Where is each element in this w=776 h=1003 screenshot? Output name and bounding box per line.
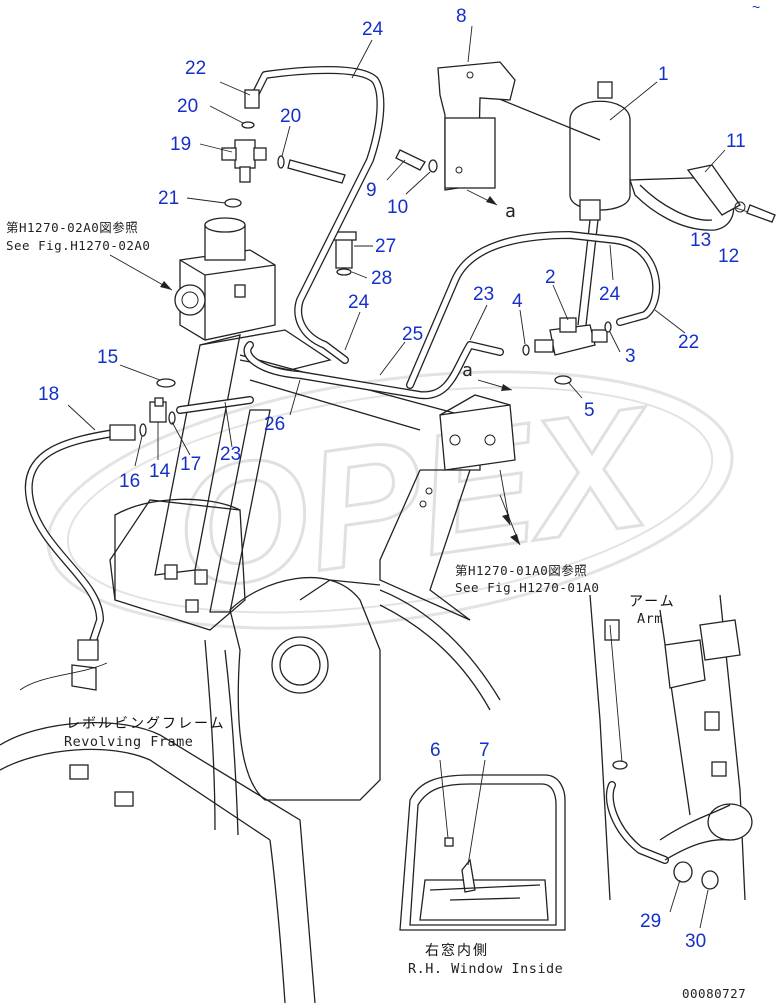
bolts-drawing: [331, 149, 776, 276]
part-number-4: 4: [512, 291, 523, 312]
part-number-12: 12: [718, 246, 739, 267]
ref-letter-a-mid: a: [462, 360, 473, 381]
part-number-20a: 20: [177, 96, 198, 117]
part-number-7: 7: [479, 740, 490, 761]
clamp-bracket-drawing: [629, 164, 746, 231]
revolving-frame-caption-en: Revolving Frame: [64, 734, 193, 750]
revolving-frame-caption-jp: レボルビングフレーム: [66, 716, 226, 732]
part-number-22b: 22: [678, 332, 699, 353]
part-number-24b: 24: [599, 284, 621, 305]
part-number-3: 3: [625, 346, 636, 367]
part-number-23b: 23: [220, 444, 241, 465]
part-number-18: 18: [38, 384, 59, 405]
cab-window-drawing: [399, 774, 566, 931]
corner-mark: ~: [752, 0, 760, 15]
part-number-29: 29: [640, 911, 661, 932]
leader-lines: [19, 25, 749, 929]
part-number-11: 11: [726, 131, 746, 152]
block-drawing: [439, 394, 516, 471]
valve-manifold-drawing: [174, 217, 276, 341]
part-number-21: 21: [158, 188, 179, 209]
part-number-27: 27: [375, 236, 396, 257]
part-number-30: 30: [685, 931, 706, 952]
part-number-2: 2: [545, 267, 556, 288]
plate-drawing: [437, 61, 516, 191]
part-number-28: 28: [371, 268, 392, 289]
part-number-24c: 24: [348, 292, 370, 313]
tubes-drawing: [24, 66, 669, 864]
drawing-code: 00080727: [682, 986, 746, 1001]
window-caption-jp: 右窓内側: [425, 942, 489, 959]
see-fig-01a0-en: See Fig.H1270-01A0: [455, 580, 599, 595]
part-number-5: 5: [584, 400, 595, 421]
part-number-17: 17: [180, 454, 201, 475]
part-number-10: 10: [387, 197, 408, 218]
part-number-9: 9: [366, 180, 377, 201]
arm-caption-jp: アーム: [629, 594, 676, 610]
ref-letter-a-top: a: [505, 201, 516, 222]
part-number-8: 8: [456, 6, 467, 27]
part-number-16: 16: [119, 471, 140, 492]
fittings-left-drawing: [139, 89, 346, 437]
part-number-20b: 20: [280, 106, 301, 127]
part-number-labels: 1 2 3 4 5 6 7 8 9 10 11 12 13 14 15 16 1…: [38, 6, 746, 952]
window-caption-en: R.H. Window Inside: [408, 961, 563, 977]
connector-drawing: [156, 317, 612, 388]
part-number-26: 26: [264, 414, 285, 435]
arm-drawing: [589, 594, 753, 901]
part-number-13: 13: [690, 230, 711, 251]
part-number-14: 14: [149, 461, 171, 482]
reference-arrows: [160, 189, 520, 545]
arm-caption-en: Arm: [637, 611, 663, 627]
part-number-22a: 22: [185, 58, 206, 79]
part-number-6: 6: [430, 740, 441, 761]
part-number-25: 25: [402, 324, 423, 345]
part-number-1: 1: [658, 64, 669, 85]
part-number-23a: 23: [473, 284, 494, 305]
see-fig-02a0-jp: 第H1270-02A0図参照: [6, 220, 138, 235]
see-fig-01a0-jp: 第H1270-01A0図参照: [455, 563, 587, 578]
revolving-frame-drawing: [0, 498, 501, 1003]
part-number-24a: 24: [362, 19, 384, 40]
part-number-15: 15: [97, 347, 118, 368]
part-number-19: 19: [170, 134, 191, 155]
see-fig-02a0-en: See Fig.H1270-02A0: [6, 238, 150, 253]
